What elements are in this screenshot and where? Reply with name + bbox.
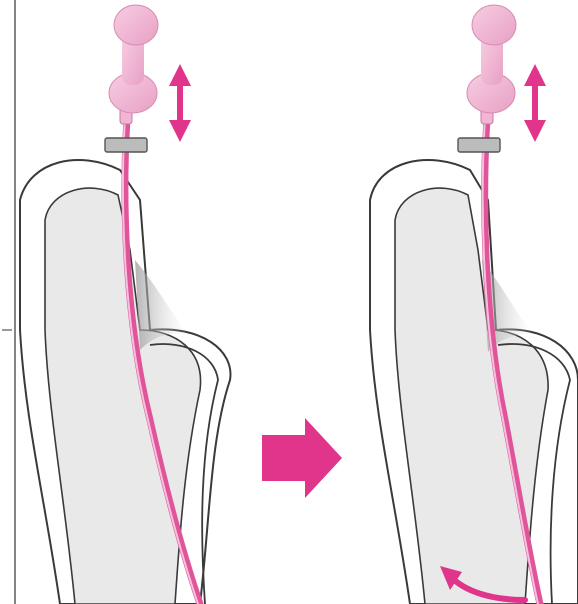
up-down-arrow-icon <box>169 64 191 142</box>
left-panel <box>20 5 230 604</box>
up-down-arrow-icon <box>524 64 546 142</box>
left-rubber-stopper <box>105 138 147 152</box>
right-panel <box>370 5 578 604</box>
right-arrow-icon <box>262 418 342 498</box>
right-file-handle <box>467 5 516 124</box>
left-file-handle <box>109 5 158 124</box>
right-rubber-stopper <box>458 138 500 152</box>
